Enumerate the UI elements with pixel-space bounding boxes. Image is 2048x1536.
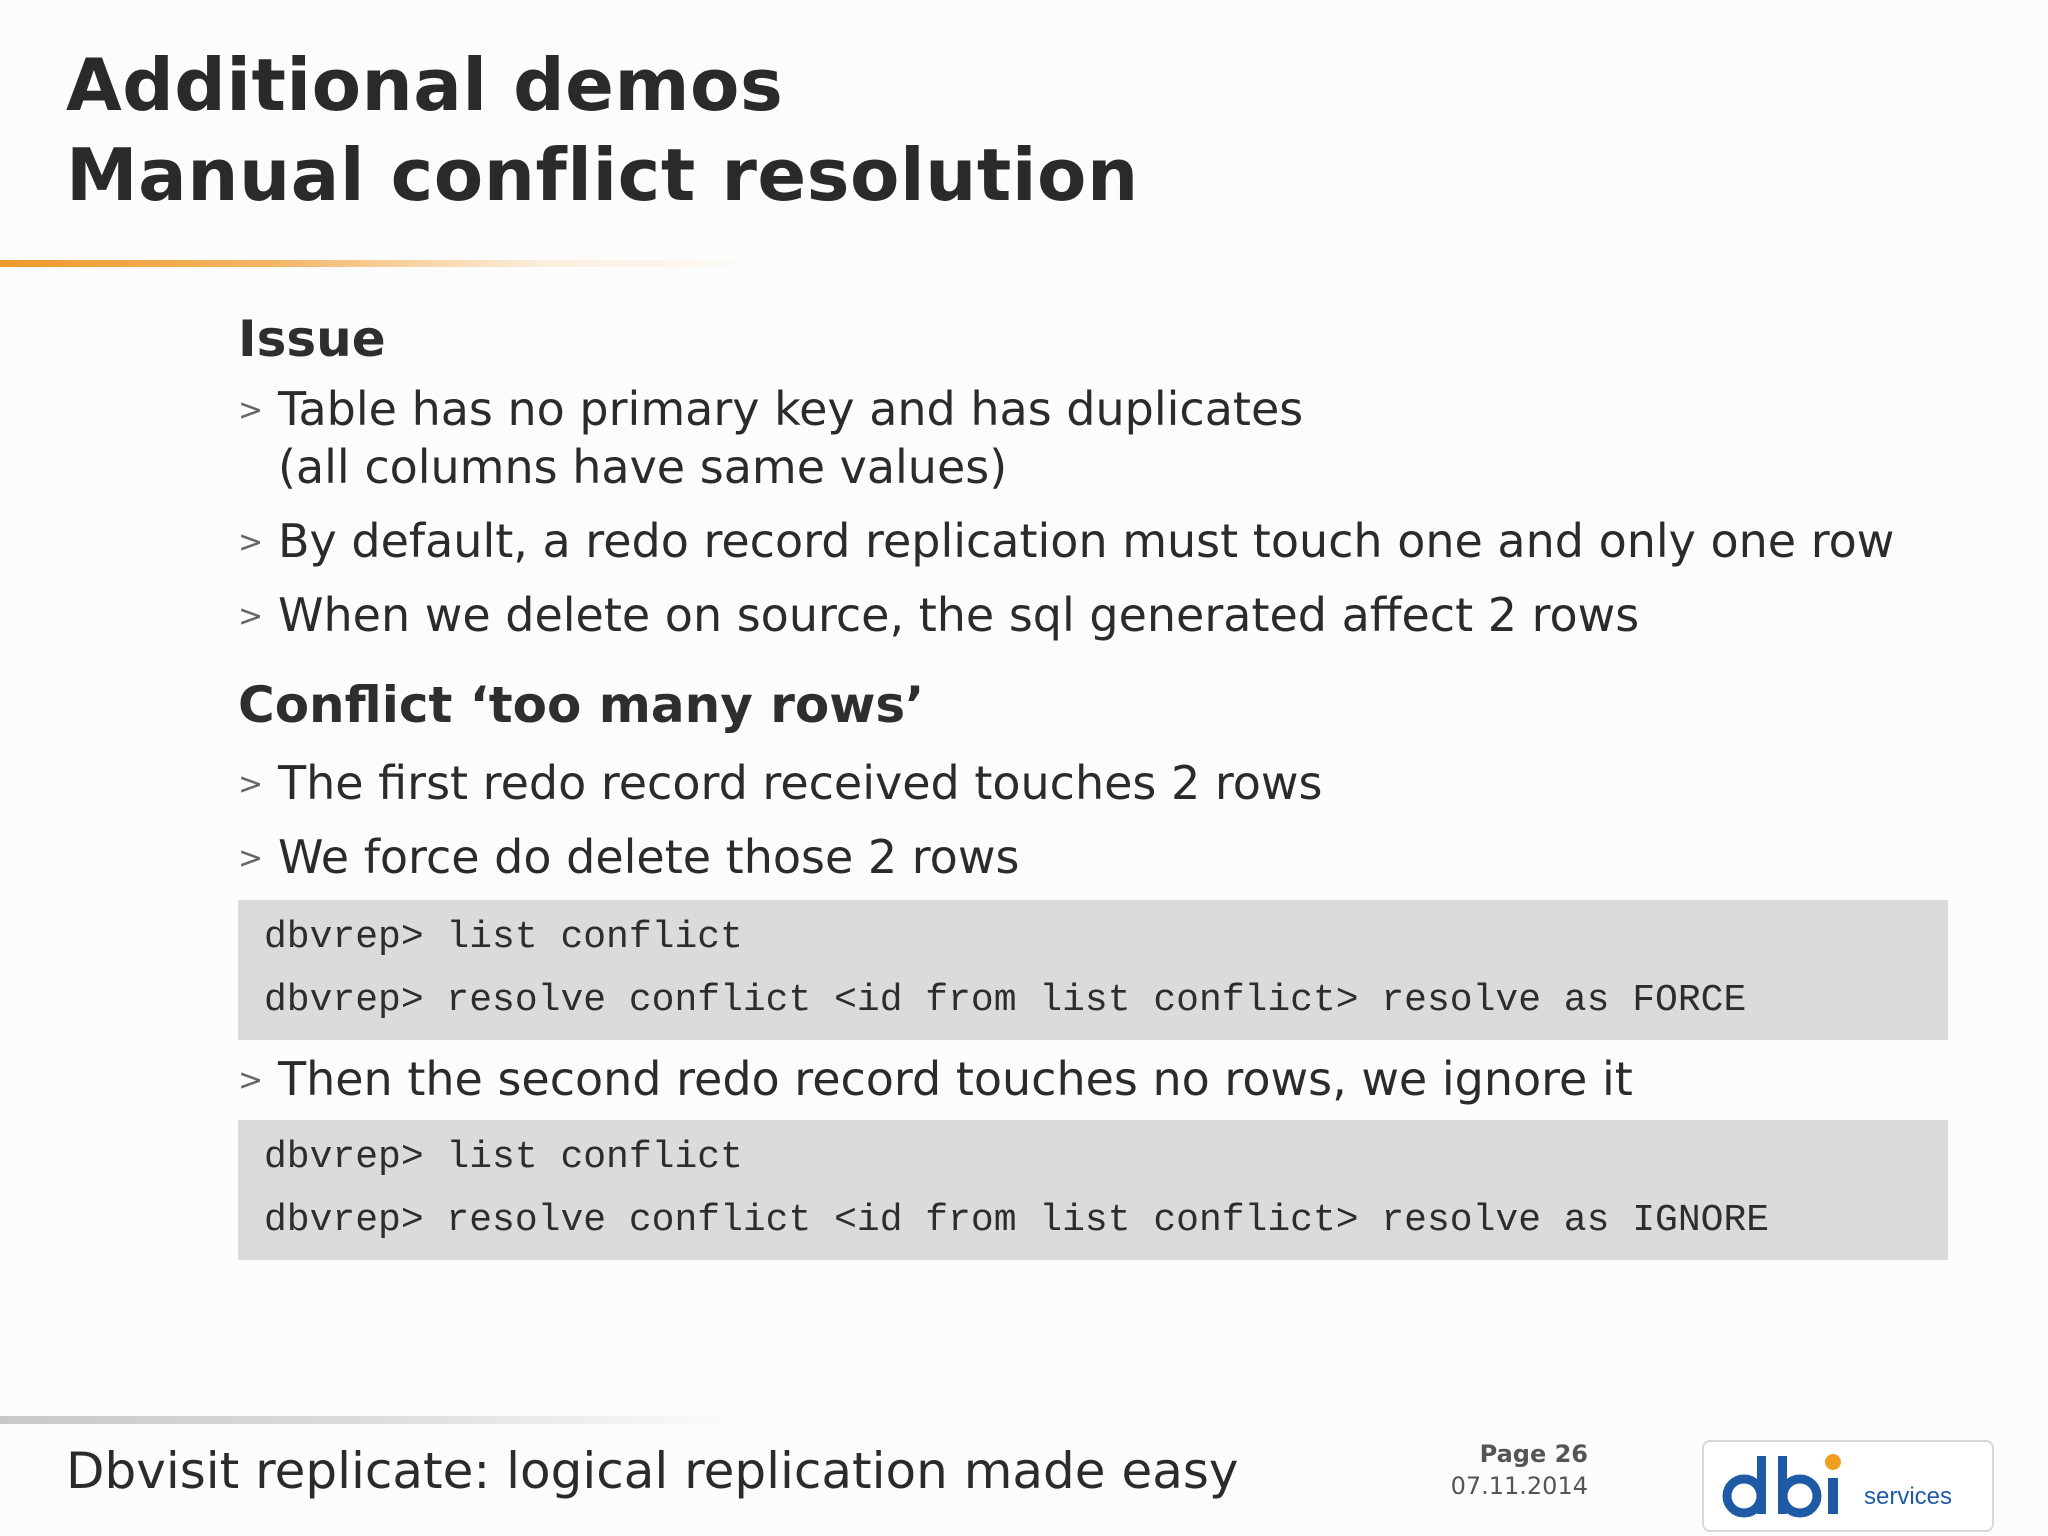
code-line: dbvrep> list conflict	[264, 1136, 743, 1179]
page-number: Page 26	[1479, 1440, 1588, 1468]
footer-title: Dbvisit replicate: logical replication m…	[66, 1442, 1239, 1500]
list-item: > Table has no primary key and has dupli…	[238, 380, 1998, 496]
section-heading-issue: Issue	[238, 310, 386, 368]
code-line: dbvrep> resolve conflict <id from list c…	[264, 1199, 1770, 1242]
bullet-text-continued: (all columns have same values)	[278, 440, 1008, 494]
slide-date: 07.11.2014	[1450, 1472, 1588, 1500]
bullet-text: When we delete on source, the sql genera…	[278, 588, 1640, 642]
bullet-text: Then the second redo record touches no r…	[278, 1052, 1633, 1106]
bullet-marker: >	[238, 393, 264, 428]
logo-services-text: services	[1864, 1483, 1952, 1510]
code-block-force: dbvrep> list conflict dbvrep> resolve co…	[238, 900, 1948, 1040]
list-item: > Then the second redo record touches no…	[238, 1050, 1998, 1108]
slide-subtitle: Manual conflict resolution	[66, 133, 1139, 217]
bullet-marker: >	[238, 599, 264, 634]
bullet-marker: >	[238, 1063, 264, 1098]
bullet-text: Table has no primary key and has duplica…	[278, 382, 1304, 436]
bullet-marker: >	[238, 767, 264, 802]
footer-divider	[0, 1416, 740, 1424]
list-item: > When we delete on source, the sql gene…	[238, 586, 1998, 644]
bullet-text: The first redo record received touches 2…	[278, 756, 1323, 810]
conflict-bullets-continued: > Then the second redo record touches no…	[238, 1050, 1998, 1108]
list-item: > We force do delete those 2 rows	[238, 828, 1998, 886]
bullet-text: We force do delete those 2 rows	[278, 830, 1020, 884]
conflict-bullets: > The first redo record received touches…	[238, 754, 1998, 886]
list-item: > The first redo record received touches…	[238, 754, 1998, 812]
code-line: dbvrep> resolve conflict <id from list c…	[264, 979, 1747, 1022]
bullet-text: By default, a redo record replication mu…	[278, 514, 1895, 568]
code-line: dbvrep> list conflict	[264, 916, 743, 959]
logo-graphic: services	[1722, 1454, 1952, 1518]
bullet-marker: >	[238, 841, 264, 876]
header-divider	[0, 260, 780, 267]
page-info: Page 26 07.11.2014	[1440, 1438, 1588, 1502]
section-heading-conflict: Conflict ‘too many rows’	[238, 676, 925, 734]
list-item: > By default, a redo record replication …	[238, 512, 1998, 570]
bullet-marker: >	[238, 525, 264, 560]
title-block: Additional demos Manual conflict resolut…	[66, 40, 1139, 220]
dbi-services-logo: services	[1702, 1440, 1994, 1532]
slide-title: Additional demos	[66, 43, 784, 127]
issue-bullets: > Table has no primary key and has dupli…	[238, 380, 1998, 644]
slide-content: Issue > Table has no primary key and has…	[238, 300, 1998, 1260]
code-block-ignore: dbvrep> list conflict dbvrep> resolve co…	[238, 1120, 1948, 1260]
